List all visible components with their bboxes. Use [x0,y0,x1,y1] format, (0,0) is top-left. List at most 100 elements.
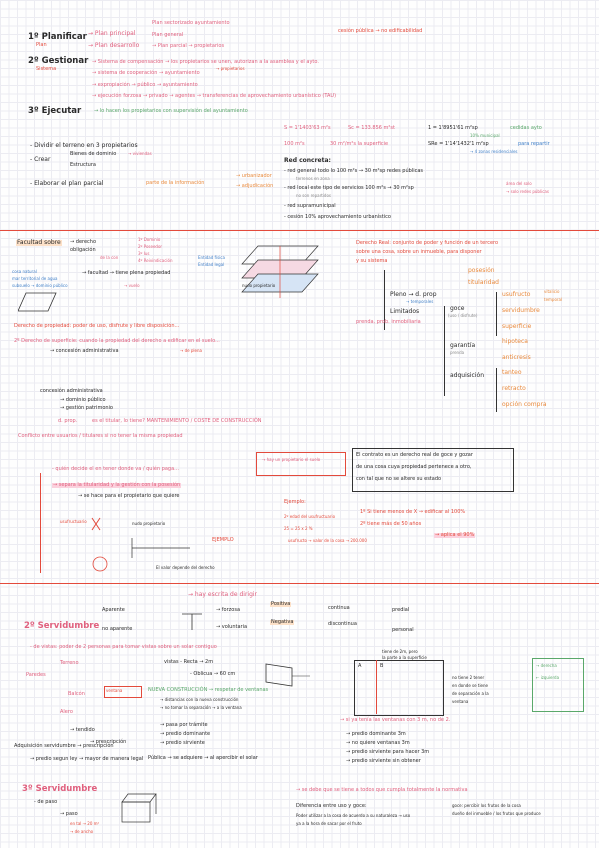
adquisicion-servidumbre: Adquisición servidumbre → prescripción [14,743,114,749]
bullet-dividir: - Dividir el terreno en 3 propietarios [30,142,138,149]
predio-ley: → predio segun ley → mayor de manera leg… [30,756,144,762]
negativa: Negativa [270,619,295,625]
ventana-box [104,686,142,698]
predial: predial [392,607,410,613]
derecho-propiedad: Derecho de propiedad: poder de uso, disf… [14,323,180,329]
sketch-caption: nudo propietario [242,283,276,288]
bullet-crear: - Crear [30,156,51,163]
servidumbre-paso-title: 3º Servidumbre [22,784,98,794]
voluntaria: → voluntaria [216,624,248,630]
paso-2: en tal → 20 m² [70,821,100,826]
bullet-elaborar: - Elaborar el plan parcial [30,180,104,187]
predio-dominante: → predio dominante [160,731,211,737]
predio-a: A [358,663,362,669]
step-1-heading: 1º Planificar [28,32,87,42]
anticresis: anticresis [502,354,531,361]
elaborar-urbanizador: → urbanizador [236,173,272,179]
goce: goce [450,305,465,312]
forzosa: → forzosa [216,607,241,613]
usufructuario-label: usufructuario [60,519,87,524]
facultad-derecho: → derecho [70,239,97,245]
ejemplo-valor: usufructo → valor de la cosa → 200.000 [288,538,367,543]
side-note-2: ← izquierda [536,675,560,680]
servidumbre-title: 2º Servidumbre [24,621,100,631]
plan-a2: Plan general [152,32,184,38]
separa-note: → se hace para el propietario que quiere [78,493,180,499]
side-note-1: → derecha [536,663,557,668]
subsuelo: subsuelo → dominio público [12,283,68,288]
dprop-label: d. prop. [58,418,78,424]
calc-s: S = 1'1403'63 m²s [284,125,331,131]
servidumbre: servidumbre [502,307,540,314]
puede-1: no tiene 2 tener [452,675,485,680]
side-note-box [532,658,584,712]
red-supramunicipal: - red supramunicipal [284,203,336,209]
conclusion: → si ya tenía las ventanas con 3 m, no d… [340,717,451,723]
calc-sre-repartir: para repartir [518,141,550,147]
puede-2: en donde se tiene [452,683,489,688]
titularidad: titularidad [468,279,499,286]
calc-sre: SRe = 1'14'1432'1 m²sp [428,141,489,147]
no-aparente: no aparente [102,626,133,632]
predio-1: → predio dominante 3m [346,731,406,737]
usufructo: usufructo [502,291,531,298]
nudo-prop-label: nudo propietario [132,521,166,526]
red-general-note: terrenos en zona [296,176,330,181]
tanteo: tanteo [502,369,522,376]
predios-divider [376,660,377,714]
elaborar-parte: parte de la información [146,180,205,186]
concesion-dominio: → dominio público [60,397,106,403]
nota-limitados: prenda, prob. inmobiliaria [356,319,421,325]
nueva-3: → no tomar la separación → a la ventana [160,705,242,710]
paredes: Paredes [26,672,46,678]
building-layers-sketch [241,245,319,298]
wall-sketch [182,613,202,630]
puede-4: ventana [452,699,469,704]
step-1-sub: Plan [36,42,47,48]
facultad-sustento: de la con [100,255,119,260]
predio-sirviente: → predio sirviente [160,740,205,746]
step-3-text: → lo hacen los propietarios con supervis… [94,108,248,114]
gestion-1: → Sistema de compensación → los propieta… [92,59,319,65]
vuelo: → vuelo [124,283,140,288]
concesion-gestion: → gestión patrimonio [60,405,113,411]
nota-ventana-2: la parte a la superficie [382,655,427,660]
red-local-area: área del solo [506,181,532,186]
resumen-valor: El valor depende del derecho [156,565,215,570]
retracto: retracto [502,385,526,392]
paso-3: → de ancho [70,829,94,834]
ventana-label: ventana [106,688,123,693]
ejemplo-label: Ejemplo: [284,499,306,505]
nueva-2: → distancias con la nueva construcción [160,697,239,702]
ejemplo-3: → aplica el 90% [434,532,476,538]
vista-oblicua: - Oblicua → 60 cm [190,671,236,677]
opcion-compra: opción compra [502,401,547,408]
crear-viviendas: → viviendas [128,151,152,156]
dominio-2: 2º Poseedor [138,244,163,249]
gestion-4: → ejecución forzosa → privado → agentes … [92,93,337,99]
bracket-limitados [444,306,445,396]
goce-definicion-2: dueño del inmueble / los frutos que prod… [452,811,541,816]
ejemplo-2-label: EJEMPLO [212,537,234,543]
prescripcion: → prescripción [90,739,127,745]
publica-adquiere: Pública → se adquiere → al apercibir el … [148,755,258,761]
red-cesion: - cesión 10% aprovechamiento urbanístico [284,214,391,220]
predio-4: → predio sirviente sin obtener [346,758,421,764]
crear-estructura: Estructura [70,162,96,168]
definicion-box [352,448,514,492]
ejemplo-calc: 25 = 25 x 2 % [284,526,313,531]
red-local-redes: → solo redes públicas [506,189,549,194]
predios-diagram [354,660,444,716]
prescrita-tramite: → pasa por trámite [160,722,208,728]
red-local-note: no son repartidos [296,193,331,198]
usufructo-note-2: temporal [544,297,563,302]
hipoteca: hipoteca [502,338,528,345]
terreno: Terreno [60,660,79,666]
discontinua: discontinua [328,621,357,627]
puede-3: de separación a la [452,691,489,696]
plan-b1: → Plan parcial → propietarios [152,43,225,49]
elaborar-adjudicacion: → adjudicación [236,183,274,189]
step-2-heading: 2º Gestionar [28,56,89,66]
bracket-adquisicion [496,368,497,412]
step-2-sub: Sistema [36,66,57,72]
